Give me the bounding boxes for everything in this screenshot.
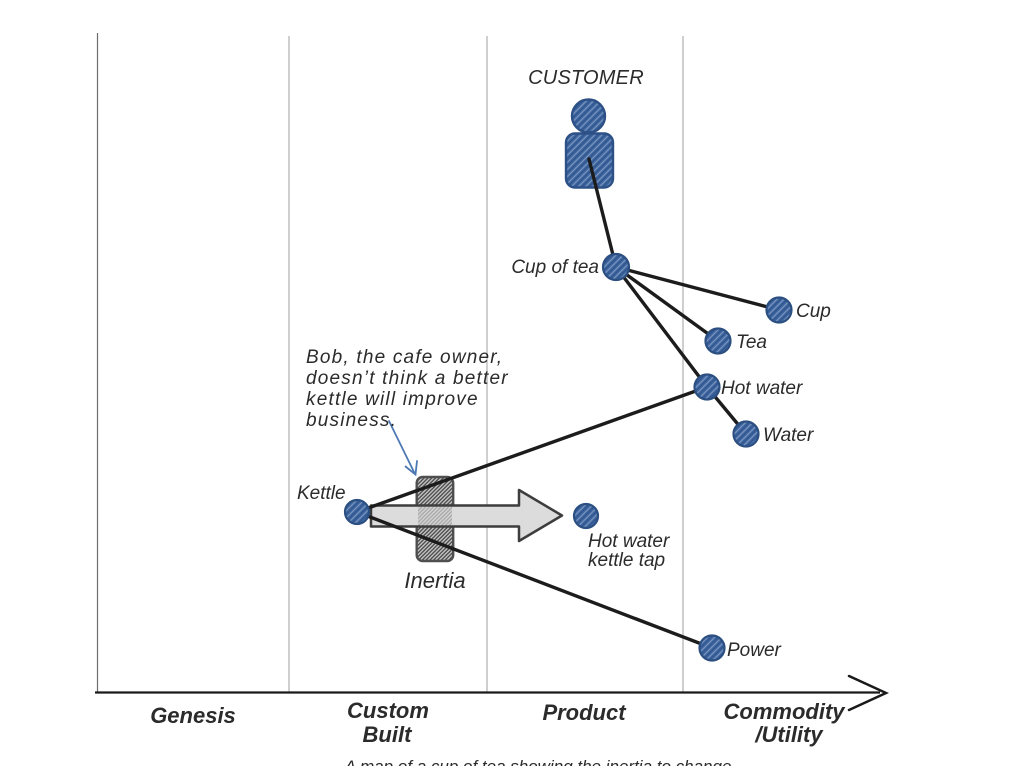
svg-text:Kettle: Kettle — [297, 483, 346, 504]
svg-text:/Utility: /Utility — [754, 722, 824, 747]
svg-text:kettle tap: kettle tap — [588, 550, 665, 571]
svg-text:Custom: Custom — [347, 698, 429, 723]
svg-text:Tea: Tea — [736, 332, 767, 353]
svg-text:Power: Power — [727, 640, 782, 661]
svg-text:A map of a cup of tea showing: A map of a cup of tea showing the inerti… — [344, 757, 732, 766]
svg-text:Cup: Cup — [796, 301, 831, 322]
svg-text:business.: business. — [306, 410, 397, 431]
svg-text:Water: Water — [763, 425, 814, 446]
svg-text:Inertia: Inertia — [404, 568, 465, 593]
svg-text:Bob, the cafe owner,: Bob, the cafe owner, — [306, 347, 503, 368]
svg-text:Cup of tea: Cup of tea — [511, 257, 599, 278]
svg-text:Hot water: Hot water — [588, 531, 670, 552]
svg-text:Product: Product — [542, 700, 627, 725]
svg-text:Built: Built — [363, 722, 414, 747]
svg-text:kettle will improve: kettle will improve — [306, 389, 479, 410]
svg-text:Genesis: Genesis — [150, 703, 236, 728]
svg-text:Hot water: Hot water — [721, 378, 803, 399]
svg-text:Commodity: Commodity — [724, 699, 847, 724]
svg-text:CUSTOMER: CUSTOMER — [528, 67, 644, 89]
svg-text:doesn’t think a better: doesn’t think a better — [306, 368, 509, 389]
